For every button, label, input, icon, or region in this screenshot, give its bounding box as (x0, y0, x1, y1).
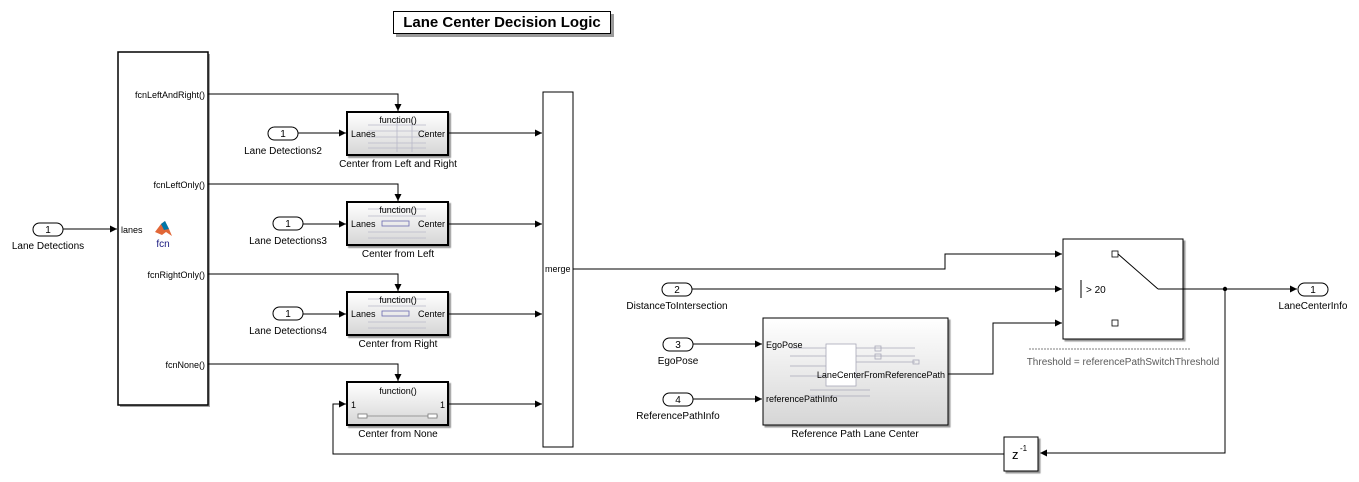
subsystem-preview-icon (368, 208, 426, 239)
inport-label: Lane Detections3 (249, 236, 327, 247)
svg-text:Lanes: Lanes (351, 309, 376, 319)
inport-distance-to-intersection[interactable]: 2 DistanceToIntersection (626, 282, 728, 312)
svg-text:1: 1 (285, 219, 291, 230)
subsystem-label: Center from None (358, 429, 438, 440)
outport-lane-center-info[interactable]: 1 LaneCenterInfo (1279, 282, 1348, 312)
svg-text:1: 1 (351, 400, 356, 410)
svg-text:Lanes: Lanes (351, 219, 376, 229)
subsystem-preview-icon (368, 298, 426, 329)
svg-text:-1: -1 (1020, 444, 1028, 453)
subsystem-center-left-right[interactable]: function() Lanes Center Center from Left… (339, 111, 457, 170)
svg-text:1: 1 (45, 225, 51, 236)
inport-label: EgoPose (658, 356, 699, 367)
subsystem-label: Center from Left and Right (339, 159, 457, 170)
svg-text:function(): function() (379, 386, 417, 396)
inport-label: Lane Detections4 (249, 326, 327, 337)
svg-text:Lanes: Lanes (351, 129, 376, 139)
subsystem-center-none[interactable]: function() 1 1 Center from None (346, 381, 449, 440)
inport-label: Lane Detections (12, 241, 84, 252)
svg-text:4: 4 (675, 395, 681, 406)
svg-text:3: 3 (675, 340, 681, 351)
fcn-output-label: fcnRightOnly() (147, 270, 205, 280)
inport-lane-detections3[interactable]: 1 Lane Detections3 (249, 216, 327, 247)
svg-text:function(): function() (379, 115, 417, 125)
svg-text:z: z (1012, 447, 1019, 462)
subsystem-label: Center from Left (362, 249, 434, 260)
fcn-icon-text: fcn (156, 239, 169, 250)
fcn-input-label: lanes (121, 225, 143, 235)
svg-text:2: 2 (674, 285, 680, 296)
matlab-logo-icon (155, 221, 172, 236)
subsystem-reference-path-lane-center[interactable]: EgoPose referencePathInfo LaneCenterFrom… (762, 317, 949, 440)
svg-text:referencePathInfo: referencePathInfo (766, 394, 838, 404)
subsystem-label: Center from Right (359, 339, 438, 350)
inport-label: DistanceToIntersection (626, 301, 727, 312)
inport-lane-detections[interactable]: 1 Lane Detections (12, 222, 84, 252)
subsystem-preview-icon (368, 120, 426, 152)
inport-egopose[interactable]: 3 EgoPose (658, 337, 699, 367)
subsystem-preview-icon (357, 413, 438, 419)
diagram-title: Lane Center Decision Logic (393, 11, 611, 34)
inport-label: ReferencePathInfo (636, 411, 720, 422)
merge-block[interactable]: merge (542, 91, 574, 448)
svg-text:merge: merge (545, 264, 571, 274)
switch-block[interactable]: > 20 Threshold = referencePathSwitchThre… (1027, 238, 1220, 368)
svg-text:function(): function() (379, 295, 417, 305)
fcn-output-label: fcnLeftAndRight() (135, 90, 205, 100)
svg-text:EgoPose: EgoPose (766, 340, 803, 350)
inport-lane-detections2[interactable]: 1 Lane Detections2 (244, 126, 322, 157)
subsystem-center-left[interactable]: function() Lanes Center Center from Left (346, 201, 449, 260)
svg-text:Center: Center (418, 309, 445, 319)
inport-lane-detections4[interactable]: 1 Lane Detections4 (249, 306, 327, 337)
inport-label: Lane Detections2 (244, 146, 322, 157)
svg-text:1: 1 (280, 129, 286, 140)
subsystem-preview-icon (790, 343, 920, 397)
switch-criterion: > 20 (1086, 285, 1106, 296)
svg-text:Center: Center (418, 219, 445, 229)
outport-label: LaneCenterInfo (1279, 301, 1348, 312)
fcn-block[interactable]: lanes fcn fcnLeftAndRight() fcnLeftOnly(… (117, 51, 210, 407)
svg-text:1: 1 (285, 309, 291, 320)
subsystem-label: Reference Path Lane Center (791, 429, 919, 440)
unit-delay-block[interactable]: z -1 (1003, 436, 1039, 472)
svg-text:function(): function() (379, 205, 417, 215)
switch-threshold-param: Threshold = referencePathSwitchThreshold (1027, 357, 1220, 368)
svg-text:LaneCenterFromReferencePath: LaneCenterFromReferencePath (817, 370, 945, 380)
subsystem-center-right[interactable]: function() Lanes Center Center from Righ… (346, 291, 449, 350)
fcn-output-label: fcnNone() (165, 360, 205, 370)
fcn-output-label: fcnLeftOnly() (153, 180, 205, 190)
svg-text:1: 1 (1310, 285, 1316, 296)
inport-reference-path-info[interactable]: 4 ReferencePathInfo (636, 392, 720, 422)
svg-text:Center: Center (418, 129, 445, 139)
svg-text:1: 1 (440, 400, 445, 410)
